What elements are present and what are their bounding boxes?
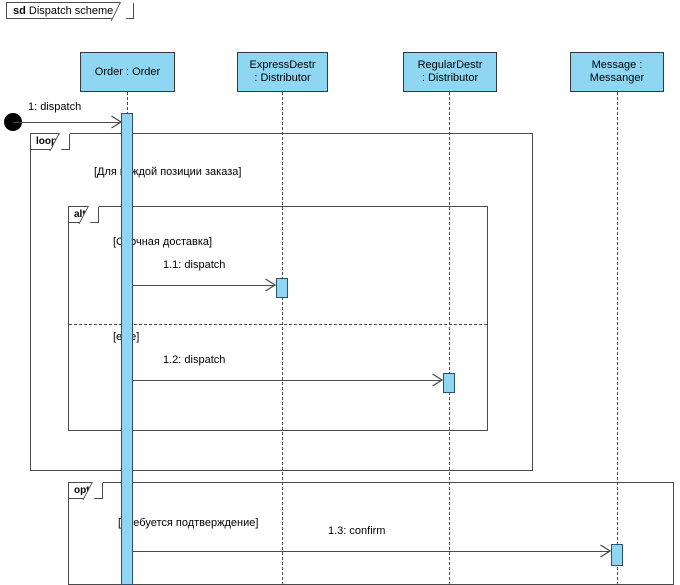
frame-keyword: sd — [13, 5, 26, 17]
fragment-opt-operator: opt — [69, 483, 103, 499]
fragment-loop-guard: [Для каждой позиции заказа] — [94, 166, 242, 178]
activation-bar-message[interactable] — [611, 544, 623, 566]
lifeline-head-order[interactable]: Order : Order — [80, 52, 175, 92]
fragment-alt[interactable]: alt — [68, 206, 488, 431]
message-label-12-dispatch: 1.2: dispatch — [163, 354, 226, 366]
lifeline-head-message[interactable]: Message : Messanger — [570, 52, 664, 92]
diagram-frame-label: sd Dispatch scheme — [6, 2, 135, 19]
frame-name: Dispatch scheme — [28, 5, 114, 17]
message-label-1-dispatch: 1: dispatch — [28, 101, 82, 113]
activation-bar-express[interactable] — [276, 278, 288, 298]
lifeline-head-express[interactable]: ExpressDestr : Distributor — [237, 52, 328, 92]
lifeline-label-regular-line1: RegularDestr — [417, 59, 483, 71]
lifeline-label-express-line2: : Distributor — [254, 72, 311, 84]
message-line-13-confirm[interactable] — [131, 551, 610, 552]
message-line-12-dispatch[interactable] — [131, 380, 442, 381]
lifeline-head-regular[interactable]: RegularDestr : Distributor — [403, 52, 497, 92]
fragment-alt-separator — [69, 324, 487, 325]
lifeline-label-message-line2: Messanger — [589, 72, 645, 84]
fragment-alt-guard: [Срочная доставка] — [113, 236, 213, 248]
lifeline-stem-express — [282, 92, 283, 585]
lifeline-stem-message — [617, 92, 618, 585]
fragment-alt-operator: alt — [69, 207, 99, 223]
message-line-11-dispatch[interactable] — [131, 285, 275, 286]
lifeline-stem-regular — [449, 92, 450, 585]
fragment-loop[interactable]: loop — [30, 133, 533, 471]
activation-bar-order[interactable] — [121, 113, 133, 585]
lifeline-label-express-line1: ExpressDestr — [249, 59, 316, 71]
message-label-11-dispatch: 1.1: dispatch — [163, 259, 226, 271]
fragment-loop-operator: loop — [31, 134, 71, 150]
message-label-13-confirm: 1.3: confirm — [328, 525, 386, 537]
activation-bar-regular[interactable] — [443, 373, 455, 393]
lifeline-label-regular-line2: : Distributor — [421, 72, 479, 84]
fragment-opt-guard: [Требуется подтверждение] — [118, 517, 259, 529]
message-line-1-dispatch[interactable] — [13, 122, 122, 123]
lifeline-label-order-line1: Order : Order — [94, 65, 161, 78]
lifeline-label-message-line1: Message : — [591, 59, 643, 71]
